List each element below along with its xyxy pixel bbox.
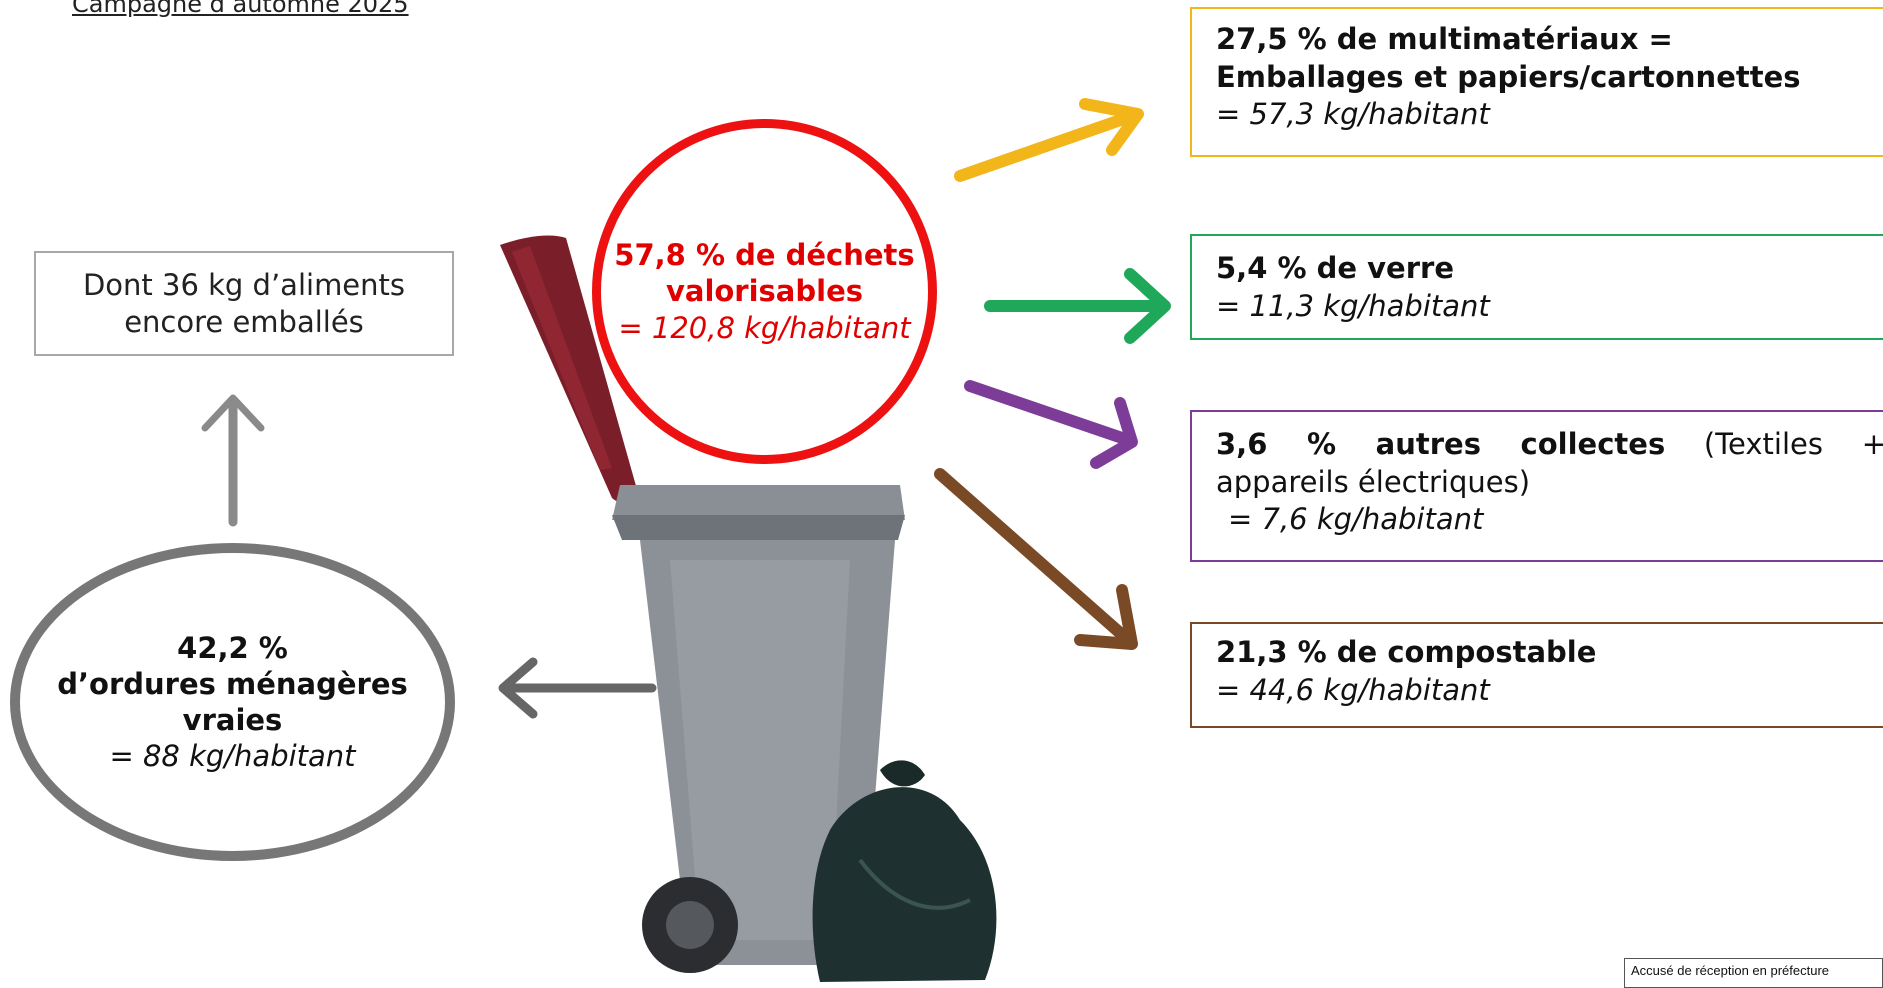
- autres-detail-2: appareils électriques): [1216, 464, 1531, 499]
- recyclable-value: = 120,8 kg/habitant: [618, 310, 911, 345]
- food-note-box: Dont 36 kg d’aliments encore emballés: [34, 251, 454, 356]
- household-waste-label: d’ordures ménagères: [57, 666, 408, 701]
- prefecture-stamp: Accusé de réception en préfecture: [1624, 958, 1883, 988]
- arrow-to-compost-icon: [934, 468, 1138, 650]
- food-note-line1: Dont 36 kg d’aliments: [82, 268, 406, 303]
- autres-title: 3,6 % autres collectes: [1216, 427, 1666, 461]
- arrow-to-household-icon: [498, 657, 657, 719]
- compost-value: = 44,6 kg/habitant: [1216, 672, 1490, 707]
- food-note-line2: encore emballés: [124, 304, 364, 339]
- wheelie-bin-icon: [500, 235, 997, 982]
- category-multimaterial: 27,5 % de multimatériaux = Emballages et…: [1190, 7, 1883, 157]
- category-other-collections: 3,6 % autres collectes (Textiles + appar…: [1190, 410, 1883, 562]
- multi-title: 27,5 % de multimatériaux =: [1216, 22, 1673, 56]
- autres-detail: (Textiles +: [1665, 427, 1883, 461]
- verre-value: = 11,3 kg/habitant: [1216, 288, 1490, 323]
- arrow-to-autres-icon: [964, 380, 1138, 469]
- multi-value: = 57,3 kg/habitant: [1216, 97, 1490, 132]
- category-compostable: 21,3 % de compostable = 44,6 kg/habitant: [1190, 622, 1883, 728]
- arrow-to-multi-icon: [954, 98, 1144, 182]
- recyclable-title-2: valorisables: [665, 274, 864, 309]
- campaign-title: Campagne d’automne 2025: [72, 0, 409, 18]
- household-waste-value: = 88 kg/habitant: [109, 739, 356, 774]
- compost-title: 21,3 % de compostable: [1216, 635, 1597, 669]
- household-waste-label-2: vraies: [182, 703, 283, 737]
- household-waste-ellipse: 42,2 % d’ordures ménagères vraies = 88 k…: [10, 543, 455, 861]
- arrow-to-verre-icon: [984, 268, 1171, 344]
- category-glass: 5,4 % de verre = 11,3 kg/habitant: [1190, 234, 1883, 340]
- verre-title: 5,4 % de verre: [1216, 251, 1454, 285]
- household-waste-percent: 42,2 %: [177, 630, 288, 665]
- arrow-up-to-food-icon: [201, 394, 265, 527]
- recyclable-circle: 57,8 % de déchets valorisables = 120,8 k…: [592, 119, 937, 464]
- autres-value: = 7,6 kg/habitant: [1228, 502, 1484, 537]
- recyclable-title: 57,8 % de déchets: [614, 238, 915, 273]
- multi-title-2: Emballages et papiers/cartonnettes: [1216, 59, 1801, 94]
